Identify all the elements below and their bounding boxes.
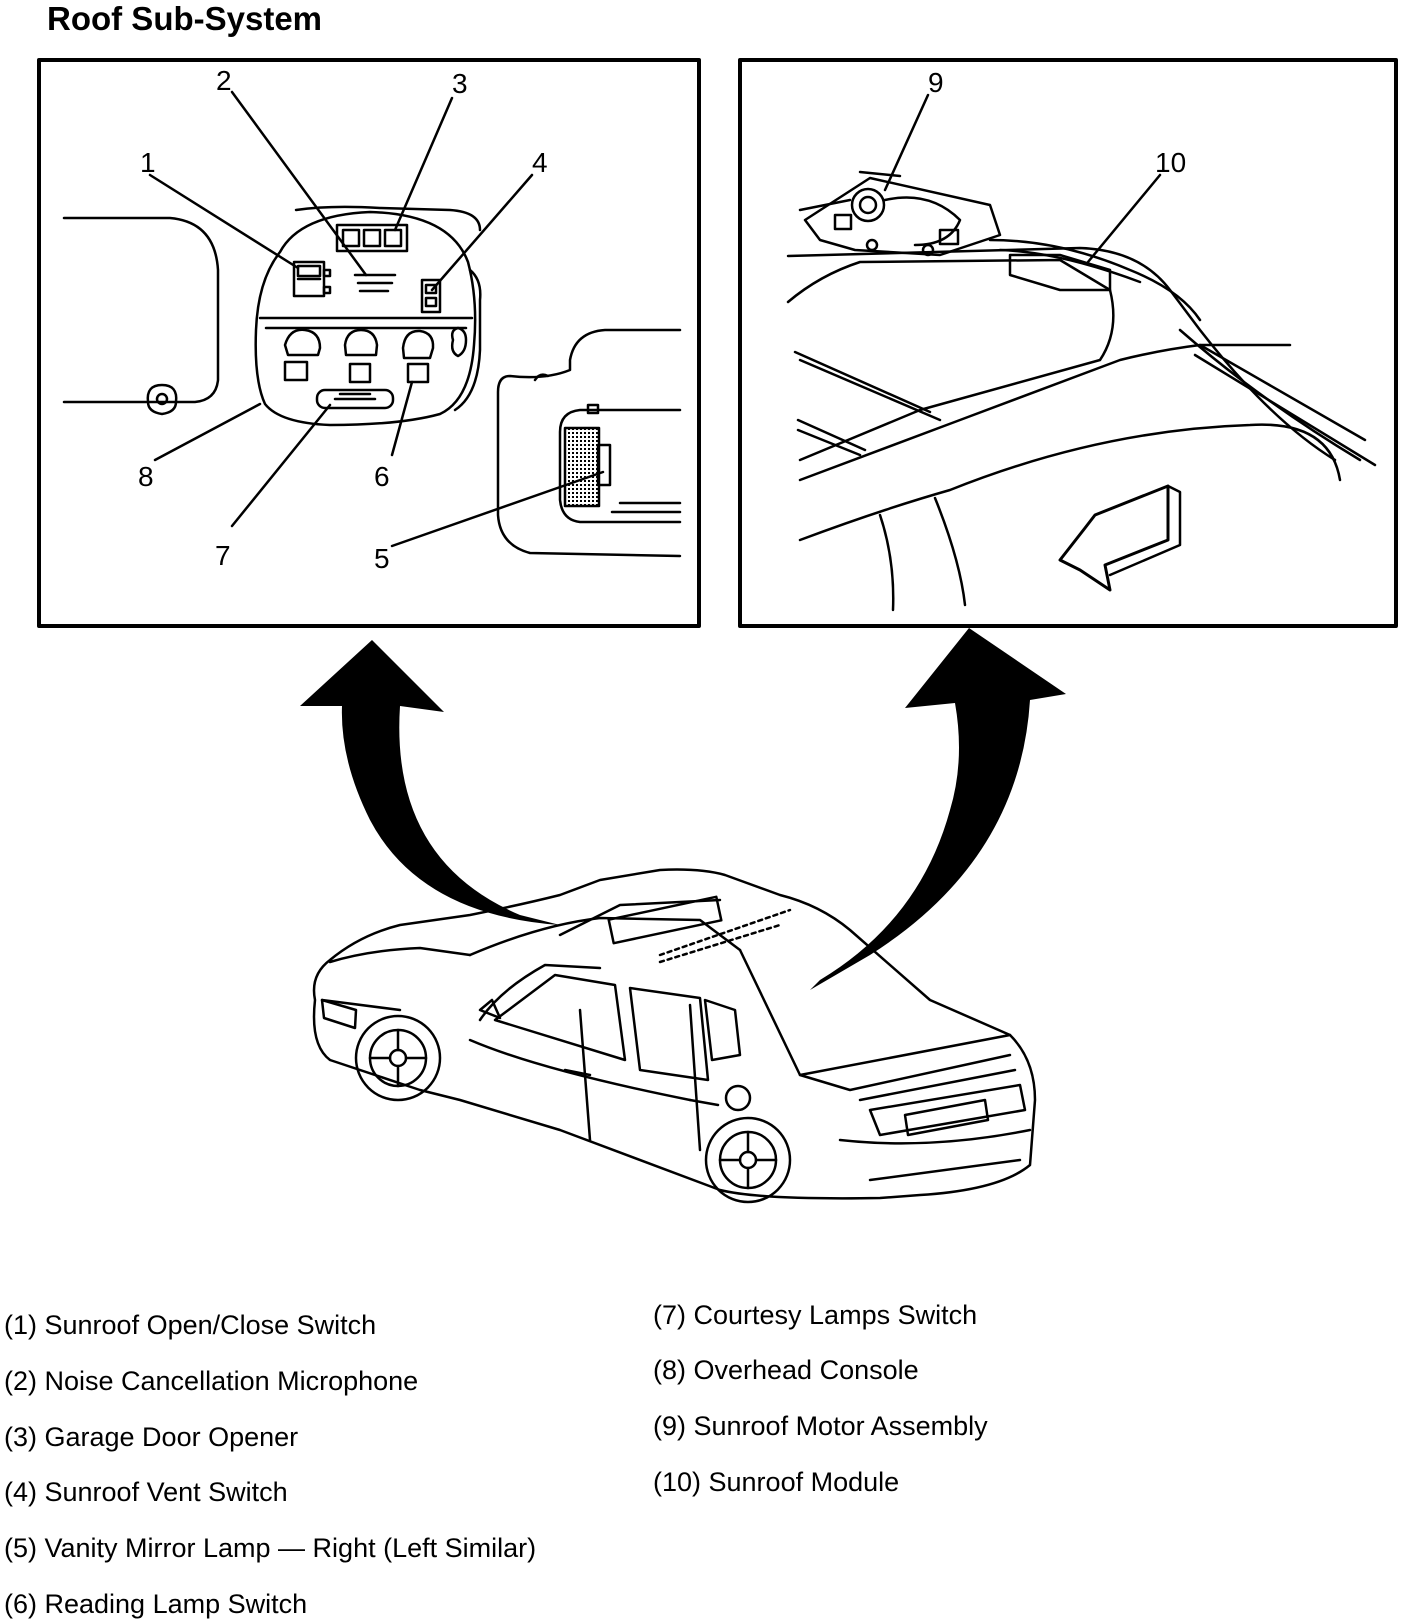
legend-item-1: (1) Sunroof Open/Close Switch (4, 1310, 377, 1340)
vanity-mirror-lamp (563, 426, 601, 508)
legend-item-2: (2) Noise Cancellation Microphone (4, 1366, 419, 1396)
rear-wheel (704, 1116, 792, 1204)
car-illustration (312, 868, 1037, 1204)
legend-item-5: (5) Vanity Mirror Lamp — Right (Left Sim… (4, 1533, 537, 1563)
right-arrow (810, 628, 1066, 990)
legend-item-3: (3) Garage Door Opener (4, 1422, 299, 1452)
vanity-mirror-visor (496, 328, 682, 558)
callout-1: 1 (140, 147, 156, 178)
legend-item-4: (4) Sunroof Vent Switch (4, 1477, 288, 1507)
front-wheel (354, 1014, 442, 1102)
legend-item-10: (10) Sunroof Module (653, 1467, 900, 1497)
callout-9: 9 (928, 67, 944, 98)
courtesy-lamps-switch (315, 388, 395, 410)
callout-3: 3 (452, 68, 468, 99)
noise-cancellation-microphone (353, 273, 397, 293)
left-arrow (300, 640, 560, 925)
callout-4: 4 (532, 147, 548, 178)
callout-10: 10 (1155, 147, 1186, 178)
page-title: Roof Sub-System (47, 0, 323, 37)
sunroof-panel (738, 58, 1398, 628)
overhead-console (254, 210, 477, 427)
overhead-console-panel (37, 58, 701, 628)
legend-item-9: (9) Sunroof Motor Assembly (653, 1411, 988, 1441)
callout-8: 8 (138, 461, 154, 492)
sunroof-motor-assembly (798, 170, 1002, 257)
forward-arrow (1058, 484, 1170, 592)
legend-item-8: (8) Overhead Console (653, 1355, 919, 1385)
callout-2: 2 (216, 65, 232, 96)
sunroof-vent-switch (420, 278, 442, 314)
reading-lamp-switch (406, 362, 430, 384)
callout-6: 6 (374, 461, 390, 492)
legend-item-6: (6) Reading Lamp Switch (4, 1589, 308, 1619)
legend-item-7: (7) Courtesy Lamps Switch (653, 1300, 978, 1330)
sunroof-module (988, 238, 1202, 322)
callout-5: 5 (374, 543, 390, 574)
sunroof-open-close-switch (292, 260, 332, 298)
callout-7: 7 (215, 540, 231, 571)
garage-door-opener (335, 223, 409, 253)
